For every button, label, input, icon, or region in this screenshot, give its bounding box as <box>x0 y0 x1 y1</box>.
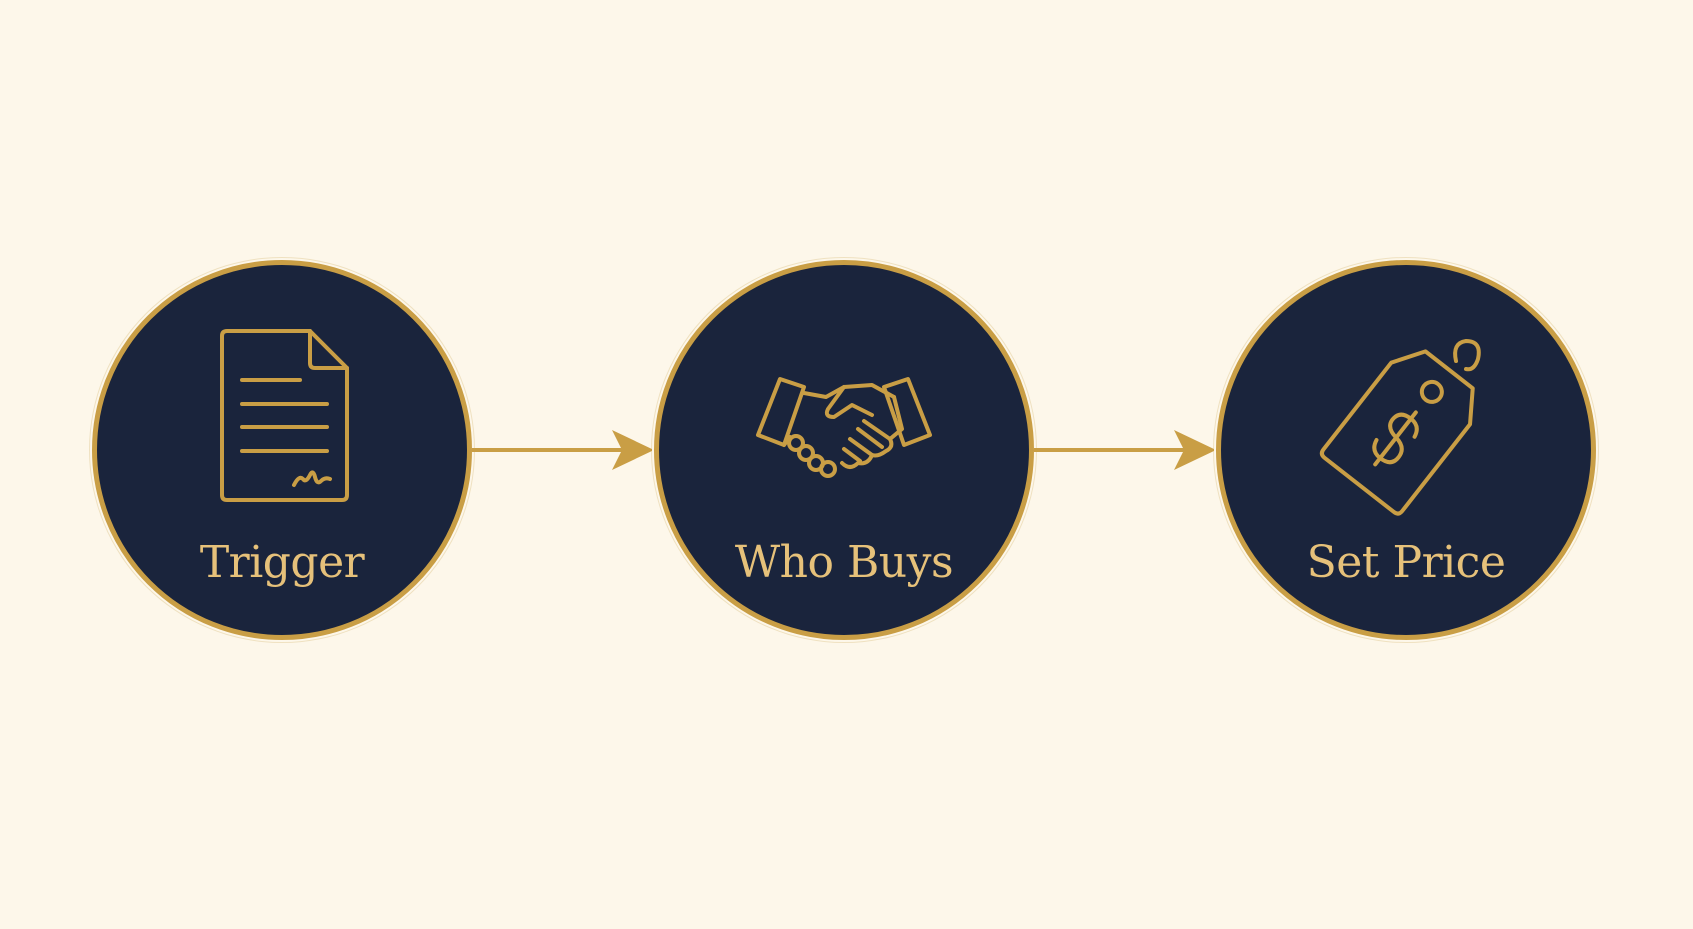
step-set-price: Set Price <box>1216 260 1596 640</box>
arrow-right-icon <box>1034 430 1216 470</box>
signed-document-icon <box>182 325 382 525</box>
connector-arrow <box>1034 430 1216 470</box>
step-label: Set Price <box>1306 537 1506 588</box>
connector-arrow <box>472 430 654 470</box>
step-label: Who Buys <box>734 537 954 588</box>
step-who-buys: Who Buys <box>654 260 1034 640</box>
arrow-right-icon <box>472 430 654 470</box>
step-trigger: Trigger <box>92 260 472 640</box>
step-label: Trigger <box>199 537 365 588</box>
handshake-icon <box>744 325 944 525</box>
price-tag-icon <box>1306 325 1506 525</box>
